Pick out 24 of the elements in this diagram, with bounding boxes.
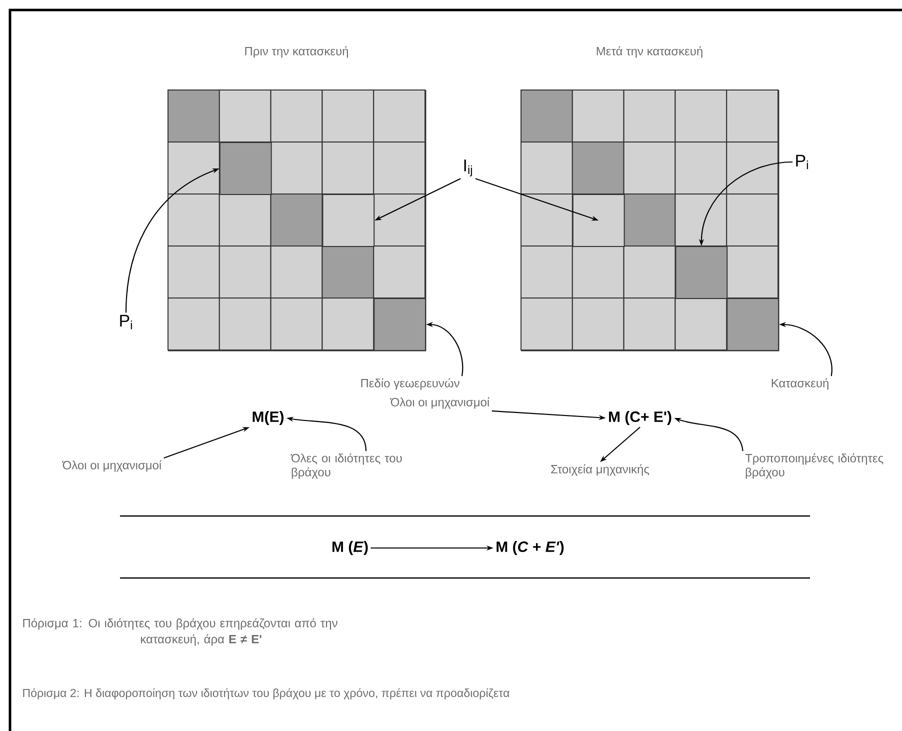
formula-text: M (C+ E'): [609, 411, 672, 425]
grid-cell: [219, 142, 272, 195]
grid-cell: [675, 246, 728, 299]
symbol-label: P$_{i}$: [796, 154, 808, 170]
grid-title: Πριν την κατασκευή: [245, 46, 348, 58]
caption-text: Τροποποιημένες ιδιότητες βράχου: [745, 453, 884, 479]
caption-text: Όλοι οι μηχανισμοί: [62, 460, 162, 472]
formula-text: M (E): [332, 541, 368, 555]
formula-text: M (C + E'): [496, 541, 564, 555]
caption-text: Κατασκευή: [772, 378, 828, 390]
note-text: Πόρισμα 1: Οι ιδιότητες του βράχου επηρεάζονται από την κατασκευή, άρα E ≠ E': [23, 618, 338, 646]
grid-cell: [726, 298, 779, 351]
formula-text: M(E): [252, 411, 284, 425]
caption-text: Πεδίο γεωερευνών: [361, 378, 460, 390]
grid-cell: [572, 194, 625, 247]
symbol-label: P$_{i}$: [120, 314, 132, 330]
symbol-label: I$_{ij}$: [464, 160, 472, 176]
grid-title: Μετά την κατασκευή: [596, 46, 702, 58]
caption-text: Όλες οι ιδιότητες του βράχου: [290, 453, 402, 479]
note-text: Πόρισμα 2: Η διαφοροποίηση των ιδιοτήτων του βράχου με το χρόνο, πρέπει να προαδιορίζετα: [23, 688, 510, 700]
caption-text: Όλοι οι μηχανισμοί: [390, 397, 490, 409]
grid-cell: [322, 194, 375, 247]
grid-cell: [374, 298, 426, 351]
caption-text: Στοιχεία μηχανικής: [551, 464, 650, 476]
